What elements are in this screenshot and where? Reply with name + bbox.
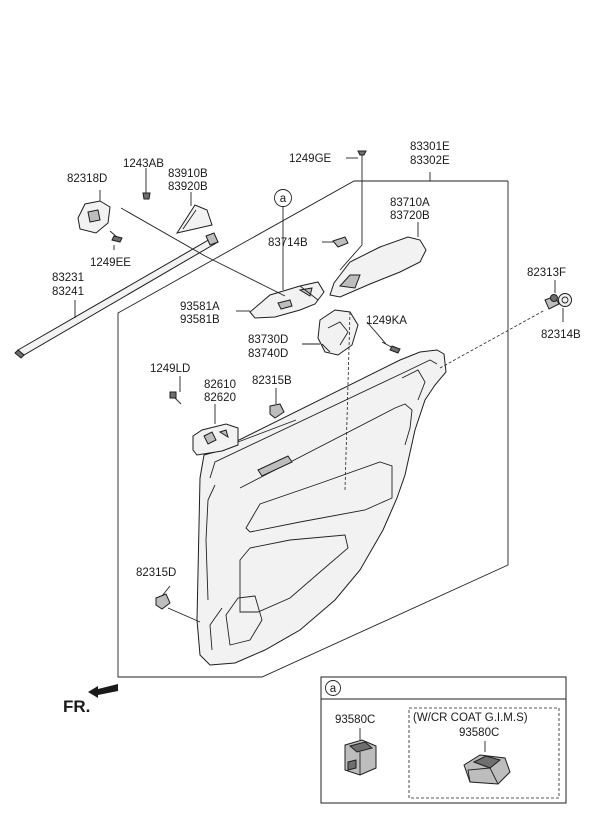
label-1249GE: 1249GE bbox=[289, 153, 332, 165]
label-1249LD: 1249LD bbox=[150, 363, 190, 375]
screw-1243AB bbox=[142, 185, 151, 200]
inset-right-header: (W/CR COAT G.I.M.S) bbox=[413, 712, 528, 724]
seal-82314B bbox=[558, 293, 572, 307]
switch-panel-93581A bbox=[249, 281, 325, 319]
callout-a-marker: a bbox=[274, 189, 292, 290]
delta-trim-83910B bbox=[175, 204, 213, 234]
label-1249KA: 1249KA bbox=[366, 315, 407, 327]
bracket-82318D bbox=[77, 200, 111, 234]
label-1249EE: 1249EE bbox=[90, 257, 131, 269]
label-82318D: 82318D bbox=[67, 173, 107, 185]
clip-83714B bbox=[332, 236, 349, 248]
label-83710A: 83710A bbox=[390, 197, 430, 209]
inset-left-part-label: 93580C bbox=[335, 714, 375, 726]
label-83920B: 83920B bbox=[168, 181, 208, 193]
label-82315D: 82315D bbox=[136, 567, 176, 579]
screw-1249GE bbox=[357, 150, 367, 163]
label-82610: 82610 bbox=[204, 379, 236, 391]
label-83241: 83241 bbox=[52, 286, 84, 298]
grommet-82313F bbox=[544, 294, 560, 310]
screw-1249LD bbox=[169, 391, 182, 405]
part-labels: 83301E 83302E 1249GE 1243AB 83910B 83920… bbox=[52, 141, 581, 579]
label-82314B: 82314B bbox=[541, 329, 581, 341]
clip-82315B bbox=[269, 403, 285, 419]
clip-82315D bbox=[155, 593, 171, 610]
label-83730D: 83730D bbox=[248, 334, 288, 346]
fr-arrow-icon bbox=[88, 684, 118, 698]
inset-right-part-label: 93580C bbox=[459, 727, 499, 739]
inset-option-box bbox=[408, 707, 560, 799]
label-82313F: 82313F bbox=[527, 267, 566, 279]
weatherstrip-83231 bbox=[14, 232, 219, 359]
callout-a-text: a bbox=[280, 193, 287, 205]
label-83714B: 83714B bbox=[268, 237, 308, 249]
speaker-bracket-82610 bbox=[192, 423, 239, 456]
label-93581A: 93581A bbox=[180, 301, 220, 313]
switch-93580C-left bbox=[344, 739, 377, 776]
fr-label: FR. bbox=[63, 697, 90, 716]
label-83720B: 83720B bbox=[390, 210, 430, 222]
label-82620: 82620 bbox=[204, 392, 236, 404]
label-82315B: 82315B bbox=[252, 375, 292, 387]
screw-1249KA bbox=[381, 341, 401, 354]
label-83302E: 83302E bbox=[410, 155, 450, 167]
front-direction-indicator: FR. bbox=[63, 684, 118, 716]
label-1243AB: 1243AB bbox=[123, 158, 164, 170]
label-93581B: 93581B bbox=[180, 314, 220, 326]
label-83301E: 83301E bbox=[410, 141, 450, 153]
label-83231: 83231 bbox=[52, 272, 84, 284]
assembly-boundary bbox=[117, 180, 509, 678]
inset-box-a: a 93580C (W/CR COAT G.I.M.S) 93580C bbox=[320, 676, 567, 804]
switch-93580C-right bbox=[463, 754, 511, 785]
label-83910B: 83910B bbox=[168, 168, 208, 180]
label-83740D: 83740D bbox=[248, 348, 288, 360]
leader-lines bbox=[74, 157, 564, 623]
door-trim-panel bbox=[196, 349, 447, 666]
screw-1249EE bbox=[109, 230, 123, 243]
armrest-83710A bbox=[329, 236, 427, 298]
inset-marker-a: a bbox=[330, 683, 337, 695]
inside-handle-83730D bbox=[317, 309, 359, 356]
